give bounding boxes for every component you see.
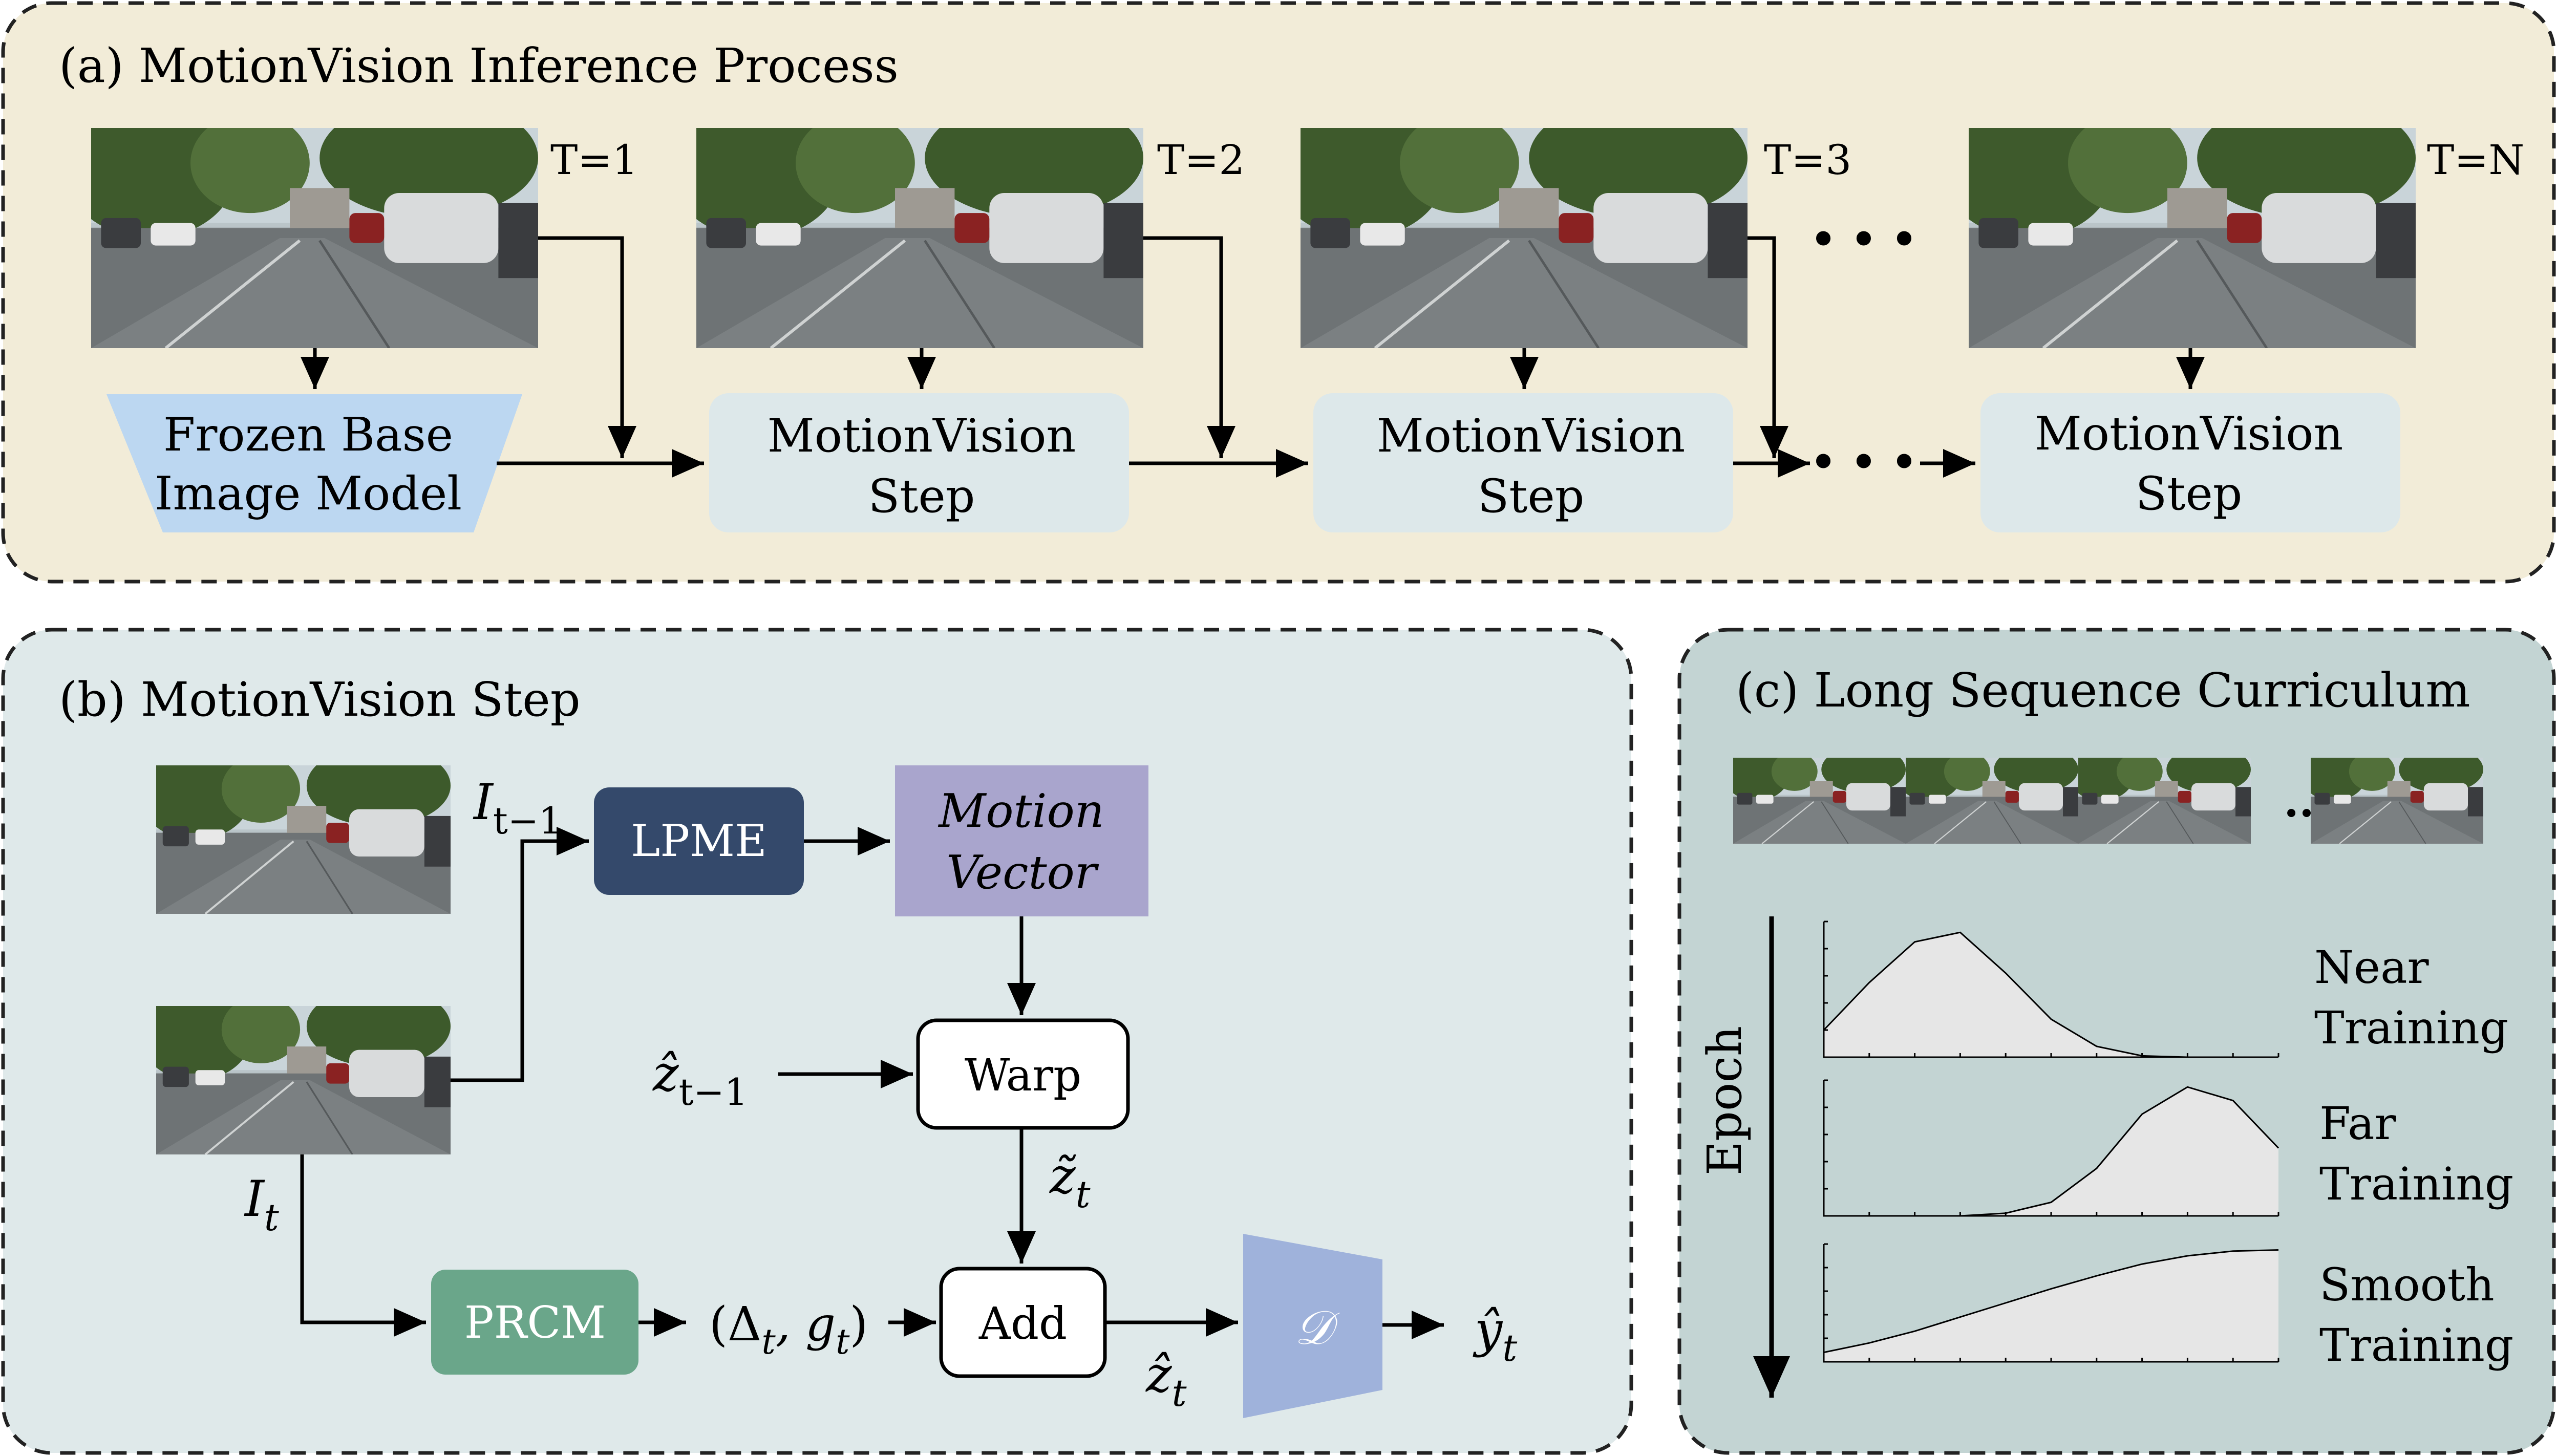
lpme-block [594,787,804,895]
frame-label-t1: T=1 [550,136,638,184]
curve-label-line1-0: Near [2314,941,2430,994]
input-frame-prev [156,765,451,914]
lpme-label: LPME [631,816,767,867]
panel-c-title: (c) Long Sequence Curriculum [1736,663,2470,718]
frame-label-tn: T=N [2427,136,2524,184]
sequence-frame-2 [1906,758,2078,844]
label-z-cur: ẑt [1145,1346,1187,1415]
frozen-model-line1: Frozen Base [163,408,453,462]
label-z-warped: z̃t [1049,1147,1091,1216]
label-z-prev: ẑt−1 [652,1045,748,1114]
step1-line2: Step [868,469,975,523]
motion-vector-line2: Vector [946,846,1099,900]
label-delta-g: (Δt, gt) [709,1297,868,1362]
warp-label: Warp [965,1050,1081,1101]
frame-label-t2: T=2 [1157,136,1245,184]
panel-b-title: (b) MotionVision Step [59,672,581,727]
step1-line1: MotionVision [768,409,1076,463]
frame-image-t3 [1276,98,1748,348]
panel-a-arrows [301,236,2205,478]
curve-area-2 [1824,1250,2278,1362]
epoch-label: Epoch [1697,1026,1752,1175]
curve-line-2 [1823,1249,2279,1354]
motionvision-step-box-1 [709,393,1129,532]
input-frame-cur [156,1006,451,1154]
frame-image-t1 [67,98,539,348]
sequence-frame-n [2311,758,2483,844]
curve-label-line1-1: Far [2319,1097,2397,1150]
frames-ellipsis: • • • [1810,215,1917,263]
label-y-out: ŷt [1473,1301,1518,1369]
decoder-block [1243,1234,1382,1418]
sequence-frame-3 [2078,758,2251,844]
stepn-line2: Step [2136,467,2243,521]
sequence-frame-1 [1733,758,1906,844]
frame-image-t2 [672,98,1144,348]
frame-image-tn [1944,98,2416,348]
prcm-block [431,1270,638,1375]
panel-b-arrows [300,827,1444,1339]
frozen-base-image-model [106,394,522,532]
label-i-prev: It−1 [473,774,562,842]
curve-label-line2-2: Training [2319,1319,2513,1372]
steps-ellipsis: • • • [1810,438,1917,486]
panel-a-title: (a) MotionVision Inference Process [59,38,899,93]
curve-label-line2-0: Training [2314,1001,2508,1054]
step2-line2: Step [1478,469,1585,523]
curve-area-1 [1824,1087,2278,1216]
label-i-cur: It [244,1170,280,1239]
prcm-label: PRCM [464,1297,606,1348]
curve-area-0 [1824,932,2278,1057]
panel-a-background [1,1,2556,584]
step2-line1: MotionVision [1377,409,1686,463]
stepn-line1: MotionVision [2035,407,2343,461]
curve-label-line1-2: Smooth [2319,1258,2495,1311]
frozen-model-line2: Image Model [155,467,462,521]
curve-label-line2-1: Training [2319,1158,2513,1210]
frame-label-t3: T=3 [1764,136,1851,184]
add-label: Add [978,1298,1067,1350]
motionvision-step-box-2 [1313,393,1733,532]
motionvision-step-box-n [1980,393,2400,532]
motion-vector-line1: Motion [937,784,1104,838]
motion-vector-block [895,765,1148,916]
